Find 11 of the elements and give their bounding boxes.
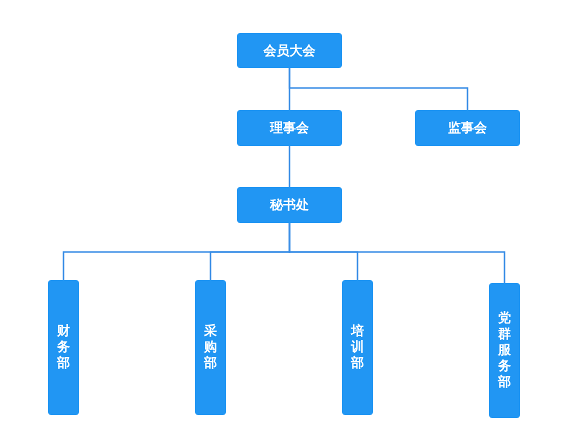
org-box: 秘书处	[237, 187, 342, 223]
org-box: 采购部	[195, 280, 226, 415]
org-box: 理事会	[237, 110, 342, 146]
connector-line	[288, 68, 468, 110]
connector-line	[288, 223, 506, 283]
connector-line	[288, 146, 290, 187]
org-box: 监事会	[415, 110, 520, 146]
org-box: 党群服务部	[489, 283, 520, 418]
org-box: 培训部	[342, 280, 373, 415]
org-box: 财务部	[48, 280, 79, 415]
org-box: 会员大会	[237, 33, 342, 68]
